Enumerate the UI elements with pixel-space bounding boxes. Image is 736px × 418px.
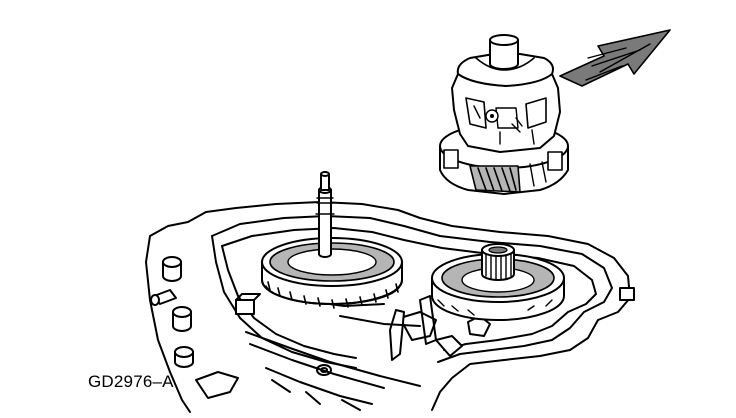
main-shaft-gear <box>262 172 402 308</box>
bolt-boss <box>163 257 181 267</box>
bolt-boss <box>173 307 191 317</box>
splined-stub <box>482 244 514 280</box>
differential-assembly <box>440 35 568 194</box>
figure-code-label: GD2976–A <box>88 372 174 391</box>
transmission-case <box>146 202 634 412</box>
output-gear-assembly <box>432 244 564 320</box>
breather-stud <box>151 290 176 305</box>
input-shaft <box>316 172 334 257</box>
differential-bearing-boss <box>476 35 534 70</box>
direction-arrow-icon <box>560 30 670 86</box>
gasket-rim <box>212 216 612 362</box>
